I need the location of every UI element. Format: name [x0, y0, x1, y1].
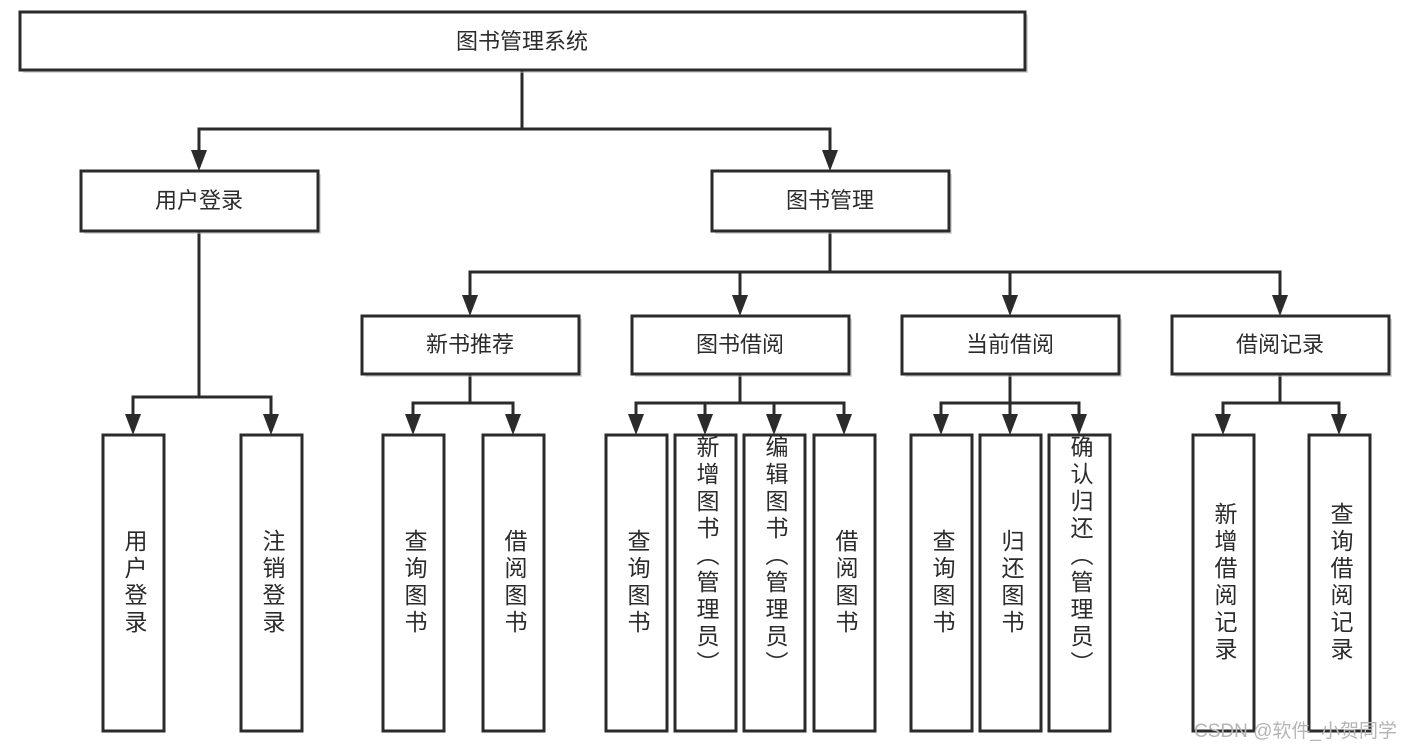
- node-new-book-recommend-label: 新书推荐: [426, 332, 514, 357]
- node-book-management-label: 图书管理: [786, 188, 874, 213]
- node-borrow-record[interactable]: [1170, 314, 1391, 376]
- node-book-management[interactable]: [710, 169, 951, 233]
- node-user-login[interactable]: [79, 169, 320, 233]
- node-boxes: [18, 10, 1392, 377]
- arrow-root-to-bookmgmt: [822, 150, 838, 171]
- arrow-to-newbook: [462, 295, 478, 316]
- arrow-rc-query: [1331, 414, 1347, 435]
- node-current-borrow[interactable]: [900, 314, 1121, 376]
- arrow-leaf-user-login: [125, 414, 141, 435]
- arrow-br-edit: [766, 414, 782, 435]
- node-book-borrow[interactable]: [630, 314, 851, 376]
- node-new-book-recommend[interactable]: [360, 314, 581, 376]
- arrow-nb-query: [405, 414, 421, 435]
- arrow-root-to-login: [191, 150, 207, 171]
- arrow-br-add: [697, 414, 713, 435]
- leaf-boxes: [101, 433, 1372, 733]
- node-book-borrow-label: 图书借阅: [696, 332, 784, 357]
- arrow-br-borrow: [836, 414, 852, 435]
- arrow-br-query: [628, 414, 644, 435]
- arrow-cu-return: [1002, 414, 1018, 435]
- node-root-label: 图书管理系统: [456, 29, 588, 54]
- leaf-box-8[interactable]: [909, 433, 974, 733]
- leaf-box-11[interactable]: [1191, 433, 1256, 733]
- connectors: [125, 69, 1347, 435]
- leaf-box-10[interactable]: [1047, 433, 1112, 733]
- arrow-cu-query: [933, 414, 949, 435]
- node-user-login-label: 用户登录: [155, 188, 243, 213]
- node-borrow-record-label: 借阅记录: [1236, 332, 1324, 357]
- leaf-box-4[interactable]: [604, 433, 669, 733]
- leaf-box-5[interactable]: [673, 433, 738, 733]
- arrow-cu-confirm: [1071, 414, 1087, 435]
- leaf-box-2[interactable]: [381, 433, 446, 733]
- arrow-leaf-user-logout: [263, 414, 279, 435]
- node-current-borrow-label: 当前借阅: [966, 332, 1054, 357]
- node-root[interactable]: [18, 10, 1027, 72]
- node-labels: 图书管理系统 用户登录 图书管理 新书推荐 图书借阅 当前借阅 借阅记录: [155, 29, 1324, 357]
- arrow-to-borrow: [732, 295, 748, 316]
- arrow-nb-borrow: [505, 414, 521, 435]
- leaf-box-1[interactable]: [239, 433, 304, 733]
- arrow-to-current: [1002, 295, 1018, 316]
- leaf-box-12[interactable]: [1307, 433, 1372, 733]
- leaf-box-6[interactable]: [742, 433, 807, 733]
- leaf-box-9[interactable]: [978, 433, 1043, 733]
- leaf-box-3[interactable]: [481, 433, 546, 733]
- leaf-box-7[interactable]: [812, 433, 877, 733]
- leaf-box-0[interactable]: [101, 433, 166, 733]
- arrow-to-record: [1272, 295, 1288, 316]
- arrow-rc-add: [1215, 414, 1231, 435]
